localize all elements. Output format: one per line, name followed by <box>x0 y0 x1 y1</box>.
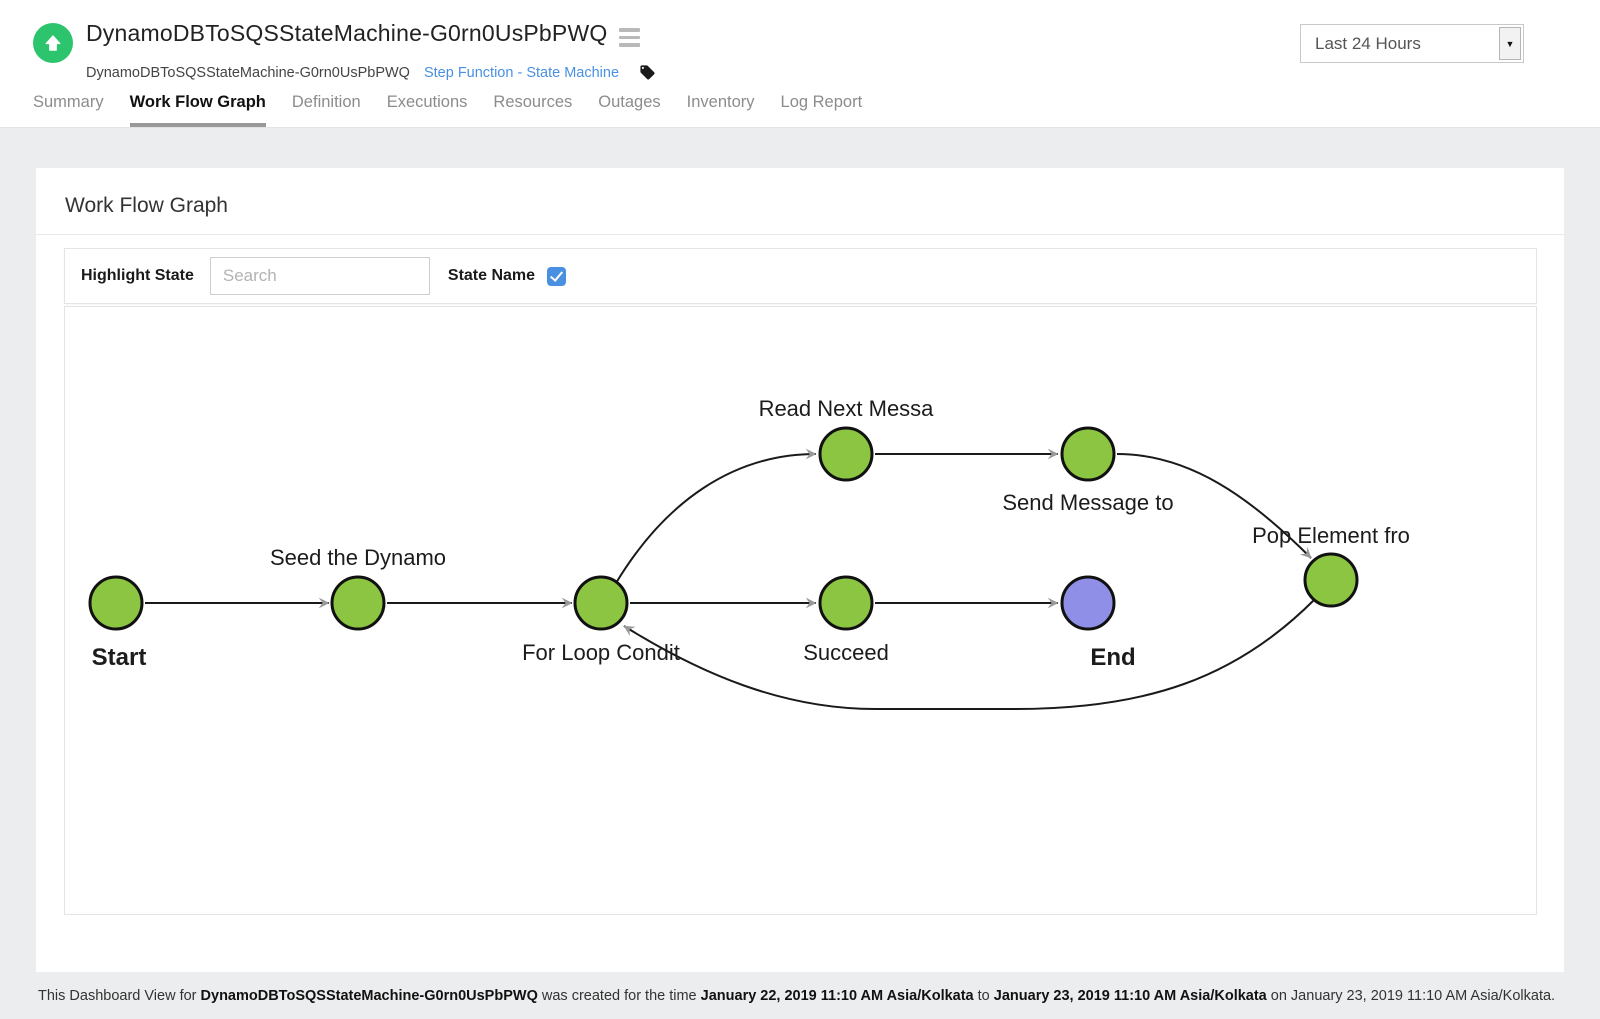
node-seed[interactable] <box>330 575 386 631</box>
state-name-checkbox[interactable] <box>547 266 567 286</box>
time-range-dropdown[interactable]: Last 24 Hours ▼ <box>1300 24 1524 63</box>
tab-summary[interactable]: Summary <box>33 93 104 111</box>
footer-segment: was created for the time <box>537 987 701 1004</box>
dropdown-arrow-icon[interactable]: ▼ <box>1499 27 1521 60</box>
tab-bar: Summary Work Flow Graph Definition Executio… <box>33 93 862 127</box>
search-input[interactable] <box>209 257 430 295</box>
monitor-type-link[interactable]: Step Function - State Machine <box>423 64 620 81</box>
tab-resources[interactable]: Resources <box>493 93 573 111</box>
hamburger-menu-icon[interactable] <box>619 28 641 47</box>
node-label-pop: Pop Element fro <box>1252 523 1410 548</box>
node-forloop[interactable] <box>573 575 629 631</box>
tab-executions[interactable]: Executions <box>386 93 468 111</box>
node-label-start: Start <box>92 644 147 671</box>
node-start[interactable] <box>88 575 144 631</box>
footer-segment: on January 23, 2019 11:10 AM Asia/Kolkat… <box>1266 987 1556 1004</box>
edge-pop-to-forloop <box>623 599 1315 710</box>
workflow-card: Work Flow Graph Highlight State State Na… <box>36 168 1564 972</box>
footer-bold-segment: DynamoDBToSQSStateMachine-G0rn0UsPbPWQ <box>200 987 538 1004</box>
footer-segment: to <box>973 987 994 1004</box>
tab-work-flow-graph[interactable]: Work Flow Graph <box>129 93 266 127</box>
node-label-forloop: For Loop Condit <box>522 640 680 665</box>
node-label-succeed: Succeed <box>803 640 889 665</box>
node-label-send: Send Message to <box>1002 490 1173 515</box>
footer-dashboard-info: This Dashboard View for DynamoDBToSQSSta… <box>0 988 1555 1004</box>
card-title: Work Flow Graph <box>65 194 228 217</box>
monitor-status-up-icon <box>33 23 73 63</box>
tag-icon[interactable] <box>639 64 656 81</box>
tab-log-report[interactable]: Log Report <box>780 93 863 111</box>
tab-definition[interactable]: Definition <box>291 93 361 111</box>
monitor-subtitle-name: DynamoDBToSQSStateMachine-G0rn0UsPbPWQ <box>86 64 410 81</box>
edge-forloop-to-read <box>615 448 817 584</box>
top-header: DynamoDBToSQSStateMachine-G0rn0UsPbPWQ D… <box>0 0 1600 128</box>
monitor-name: DynamoDBToSQSStateMachine-G0rn0UsPbPWQ <box>86 20 608 46</box>
card-divider <box>36 234 1564 235</box>
node-label-end: End <box>1090 644 1135 671</box>
node-read[interactable] <box>818 426 874 482</box>
node-pop[interactable] <box>1303 552 1359 608</box>
state-name-label: State Name <box>447 267 536 284</box>
tab-inventory[interactable]: Inventory <box>686 93 755 111</box>
footer-bold-segment: January 23, 2019 11:10 AM Asia/Kolkata <box>993 987 1267 1004</box>
time-range-value: Last 24 Hours <box>1315 33 1421 53</box>
footer-bold-segment: January 22, 2019 11:10 AM Asia/Kolkata <box>700 987 974 1004</box>
up-arrow-icon <box>45 35 61 51</box>
highlight-state-label: Highlight State <box>81 267 194 284</box>
node-send[interactable] <box>1060 426 1116 482</box>
graph-controls: Highlight State State Name <box>64 248 1537 304</box>
edge-send-to-pop <box>1116 453 1312 559</box>
monitor-subtitle: DynamoDBToSQSStateMachine-G0rn0UsPbPWQ S… <box>86 64 656 81</box>
node-end[interactable] <box>1060 575 1116 631</box>
node-label-read: Read Next Messa <box>759 396 935 421</box>
node-label-seed: Seed the Dynamo <box>270 545 446 570</box>
page-title: DynamoDBToSQSStateMachine-G0rn0UsPbPWQ <box>86 20 641 47</box>
tab-outages[interactable]: Outages <box>598 93 661 111</box>
footer-segment: This Dashboard View for <box>38 987 201 1004</box>
node-succeed[interactable] <box>818 575 874 631</box>
footer-bar: This Dashboard View for DynamoDBToSQSSta… <box>0 972 1600 1019</box>
